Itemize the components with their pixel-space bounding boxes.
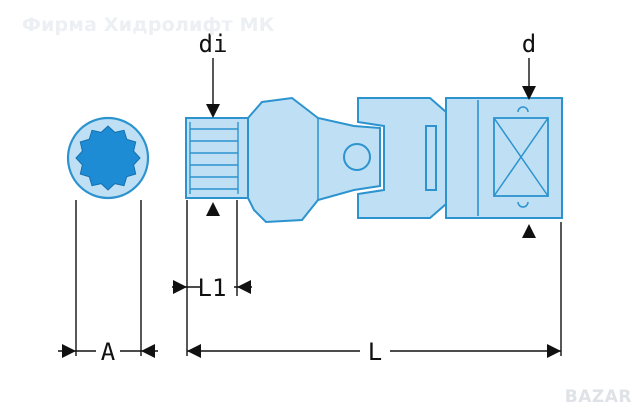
universal-joint-side-view bbox=[185, 96, 563, 224]
dimension-labels: di d L1 A L bbox=[101, 30, 536, 366]
di-arrow-up bbox=[206, 202, 220, 216]
l1-arrow-right bbox=[237, 280, 251, 294]
pivot-pin bbox=[343, 143, 371, 171]
label-l: L bbox=[368, 338, 382, 366]
label-l1: L1 bbox=[198, 274, 227, 302]
twelve-point-socket-icon bbox=[75, 125, 141, 191]
bazar-logo: BAZAR bbox=[564, 387, 632, 407]
l-arrow-right bbox=[547, 344, 561, 358]
a-arrow-right bbox=[141, 344, 155, 358]
dimension-lines bbox=[58, 58, 562, 358]
a-arrow-left bbox=[62, 344, 76, 358]
right-yoke bbox=[357, 97, 447, 219]
label-di: di bbox=[199, 30, 228, 58]
square-drive-icon bbox=[493, 106, 549, 208]
di-arrow-down bbox=[206, 104, 220, 118]
label-d: d bbox=[522, 30, 536, 58]
d-arrow-down bbox=[522, 86, 536, 100]
left-yoke bbox=[247, 96, 381, 224]
l-arrow-left bbox=[187, 344, 201, 358]
watermark-text: Фирма Хидролифт МК bbox=[22, 14, 275, 36]
l1-arrow-left bbox=[173, 280, 187, 294]
collar-grooves bbox=[189, 122, 239, 194]
socket-end-view bbox=[66, 116, 150, 200]
yoke-slot bbox=[425, 125, 437, 191]
d-arrow-up bbox=[522, 224, 536, 238]
label-a: A bbox=[101, 338, 116, 366]
